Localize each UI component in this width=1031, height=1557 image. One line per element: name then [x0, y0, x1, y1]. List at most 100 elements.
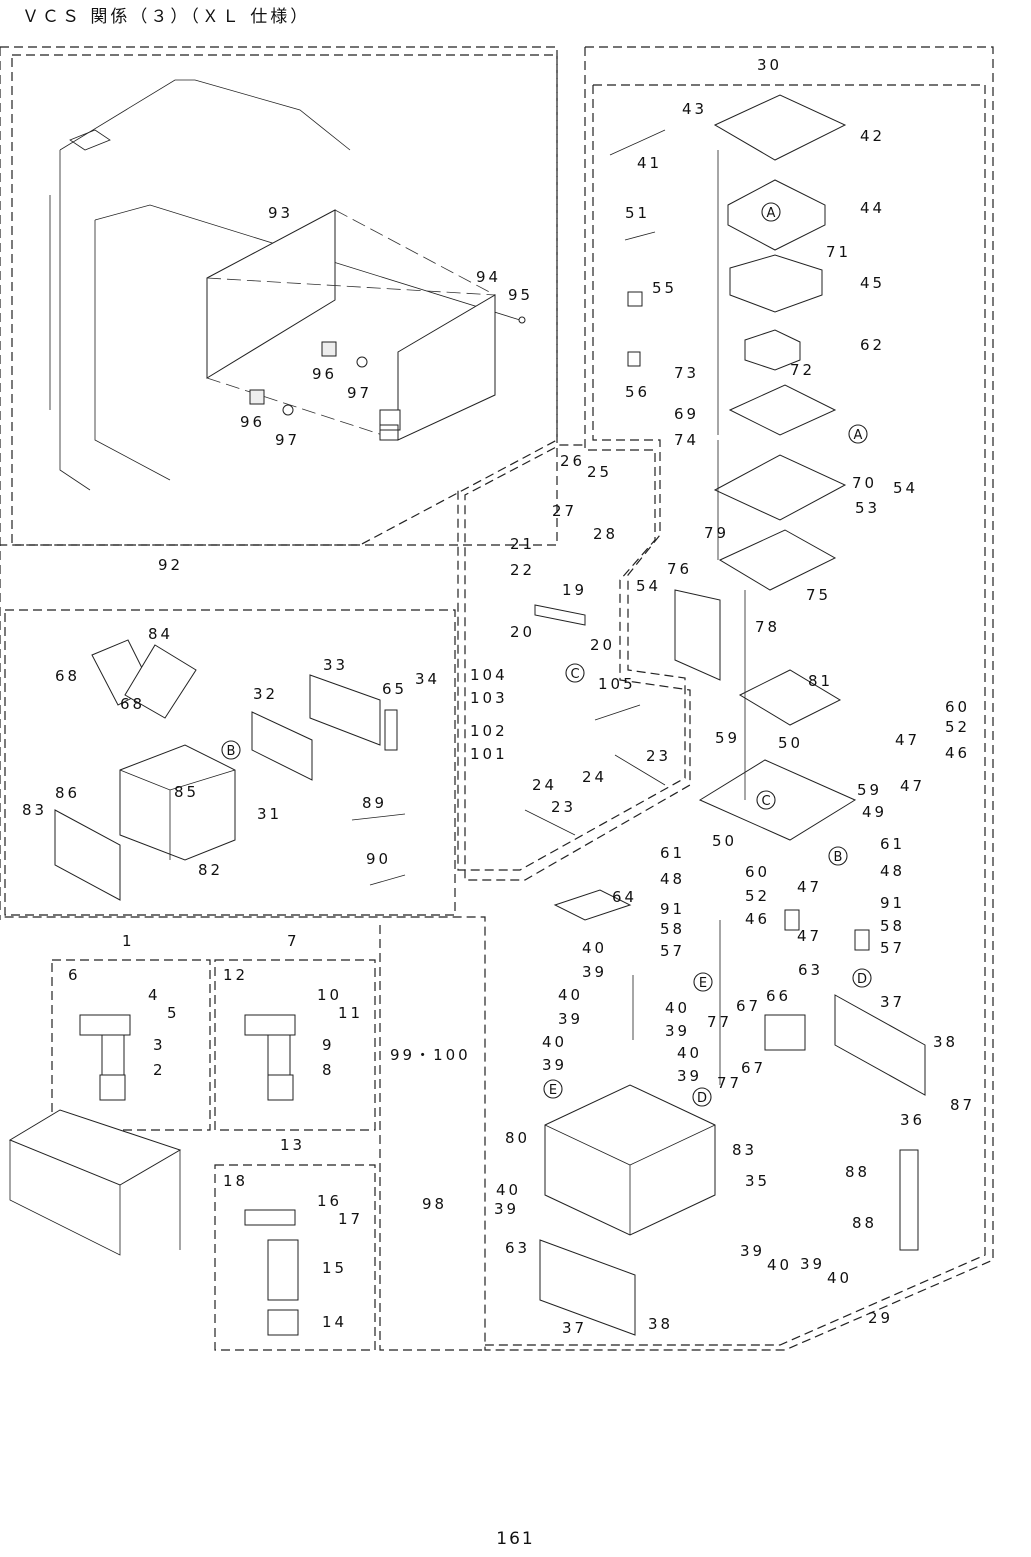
ref-mark-c-label: C: [761, 794, 770, 809]
part-label: 99・100: [390, 1046, 471, 1064]
part-label: 39: [665, 1022, 690, 1040]
part-label: 77: [717, 1074, 742, 1092]
part-label: 3: [153, 1036, 166, 1054]
part-label: 52: [945, 718, 970, 736]
part-label: 63: [505, 1239, 530, 1257]
part-label: 47: [900, 777, 925, 795]
part-label: 18: [223, 1172, 248, 1190]
part-label: 47: [895, 731, 920, 749]
part-label: 30: [757, 56, 782, 74]
part-label: 89: [362, 794, 387, 812]
part-label: 13: [280, 1136, 305, 1154]
part-label: 67: [736, 997, 761, 1015]
machine-frame-drawing: [49, 79, 526, 491]
part-label: 74: [674, 431, 699, 449]
part-label: 4: [148, 986, 161, 1004]
part-label: 6: [68, 966, 81, 984]
part-label: 24: [582, 768, 607, 786]
part-label: 86: [55, 784, 80, 802]
part-label: 37: [562, 1319, 587, 1337]
part-number-labels: 92 93 94 95 96 97 96 97 30 43 42 41 44 5…: [22, 56, 975, 1337]
part-label: 27: [552, 502, 577, 520]
part-label: 39: [677, 1067, 702, 1085]
part-label: 14: [322, 1313, 347, 1331]
part-label: 40: [827, 1269, 852, 1287]
ref-mark-d: [692, 1087, 712, 1107]
reference-marks: A A B B C C D D E E: [221, 202, 872, 1107]
part-label: 8: [322, 1061, 335, 1079]
part-label: 61: [660, 844, 685, 862]
base-frame-drawing: [539, 909, 926, 1336]
part-label: 94: [476, 268, 501, 286]
part-label: 45: [860, 274, 885, 292]
part-label: 56: [625, 383, 650, 401]
ref-mark-a: [848, 424, 868, 444]
mounting-plate-93: [206, 209, 336, 379]
part-label: 82: [198, 861, 223, 879]
part-label: 39: [558, 1010, 583, 1028]
part-label: 23: [646, 747, 671, 765]
part-label: 97: [275, 431, 300, 449]
part-label: 65: [382, 680, 407, 698]
part-label: 60: [945, 698, 970, 716]
part-label: 48: [660, 870, 685, 888]
ref-mark-e-label: E: [549, 1083, 557, 1098]
ref-mark-b: [828, 846, 848, 866]
part-label: 39: [494, 1200, 519, 1218]
part-label: 25: [587, 463, 612, 481]
part-label: 88: [845, 1163, 870, 1181]
part-label: 63: [798, 961, 823, 979]
part-label: 2: [153, 1061, 166, 1079]
page-title: ＶＣＳ 関係（３）（ＸＬ 仕様）: [22, 7, 311, 27]
part-label: 44: [860, 199, 885, 217]
bracket-box-drawing: [54, 639, 406, 901]
part-label: 1: [122, 932, 135, 950]
part-label: 76: [667, 560, 692, 578]
part-label: 33: [323, 656, 348, 674]
part-label: 52: [745, 887, 770, 905]
part-label: 60: [745, 863, 770, 881]
part-label: 64: [612, 888, 637, 906]
part-label: 59: [857, 781, 882, 799]
part-label: 87: [950, 1096, 975, 1114]
part-label: 5: [167, 1004, 180, 1022]
part-label: 98: [422, 1195, 447, 1213]
part-label: 39: [542, 1056, 567, 1074]
part-label: 37: [880, 993, 905, 1011]
part-label: 105: [598, 675, 636, 693]
ref-mark-e-label: E: [699, 976, 707, 991]
part-label: 96: [312, 365, 337, 383]
part-label: 53: [855, 499, 880, 517]
part-label: 93: [268, 204, 293, 222]
part-label: 31: [257, 805, 282, 823]
part-label: 70: [852, 474, 877, 492]
part-label: 85: [174, 783, 199, 801]
part-label: 48: [880, 862, 905, 880]
part-label: 91: [660, 900, 685, 918]
part-label: 71: [826, 243, 851, 261]
part-label: 46: [945, 744, 970, 762]
ref-mark-a: [761, 202, 781, 222]
part-label: 11: [338, 1004, 363, 1022]
part-label: 40: [767, 1256, 792, 1274]
part-label: 59: [715, 729, 740, 747]
part-label: 21: [510, 535, 535, 553]
part-label: 15: [322, 1259, 347, 1277]
part-label: 68: [120, 695, 145, 713]
part-label: 57: [660, 942, 685, 960]
part-label: 104: [470, 666, 508, 684]
ref-mark-e: [543, 1079, 563, 1099]
part-label: 73: [674, 364, 699, 382]
part-label: 40: [496, 1181, 521, 1199]
part-label: 20: [510, 623, 535, 641]
part-label: 58: [660, 920, 685, 938]
part-label: 39: [582, 963, 607, 981]
part-label: 78: [755, 618, 780, 636]
part-label: 102: [470, 722, 508, 740]
part-label: 24: [532, 776, 557, 794]
part-label: 54: [636, 577, 661, 595]
part-label: 55: [652, 279, 677, 297]
ref-mark-b-label: B: [834, 850, 843, 865]
ref-mark-b: [221, 740, 241, 760]
